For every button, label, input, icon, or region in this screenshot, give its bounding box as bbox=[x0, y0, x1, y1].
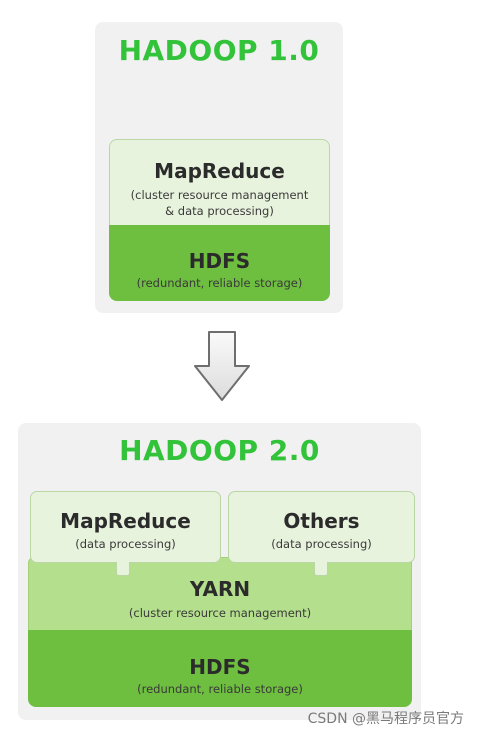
down-arrow-icon bbox=[194, 331, 250, 401]
watermark: CSDN @黑马程序员官方 bbox=[307, 711, 464, 727]
hadoop1-panel: HADOOP 1.0 MapReduce (cluster resource m… bbox=[95, 22, 343, 312]
hadoop2-hdfs-title: HDFS bbox=[189, 655, 251, 679]
hadoop2-others-box: Others (data processing) bbox=[228, 491, 415, 563]
hadoop2-yarn-title: YARN bbox=[189, 577, 251, 601]
hadoop2-mapreduce-connector bbox=[116, 562, 130, 576]
hadoop1-mapreduce-box: MapReduce (cluster resource management &… bbox=[109, 139, 330, 225]
hadoop1-mapreduce-subtitle: (cluster resource management & data proc… bbox=[110, 188, 329, 219]
hadoop1-title: HADOOP 1.0 bbox=[118, 34, 320, 67]
hadoop2-others-subtitle: (data processing) bbox=[271, 537, 372, 551]
hadoop1-mapreduce-subtitle-line2: & data processing) bbox=[165, 203, 274, 218]
hadoop2-title: HADOOP 2.0 bbox=[119, 434, 320, 467]
hadoop2-mapreduce-box: MapReduce (data processing) bbox=[30, 491, 221, 563]
hadoop1-hdfs-box: HDFS (redundant, reliable storage) bbox=[109, 225, 330, 301]
hadoop2-hdfs-box: HDFS (redundant, reliable storage) bbox=[28, 630, 412, 707]
hadoop2-mapreduce-title: MapReduce bbox=[60, 509, 191, 533]
hadoop1-hdfs-subtitle: (redundant, reliable storage) bbox=[136, 276, 303, 290]
hadoop2-mapreduce-subtitle: (data processing) bbox=[75, 537, 176, 551]
hadoop2-yarn-box: YARN (cluster resource management) bbox=[28, 557, 412, 637]
hadoop2-hdfs-subtitle: (redundant, reliable storage) bbox=[137, 682, 303, 696]
hadoop2-panel: HADOOP 2.0 YARN (cluster resource manage… bbox=[18, 423, 421, 719]
hadoop2-yarn-subtitle: (cluster resource management) bbox=[128, 606, 312, 620]
hadoop1-mapreduce-subtitle-line1: (cluster resource management bbox=[130, 188, 309, 202]
hadoop1-hdfs-title: HDFS bbox=[188, 249, 251, 273]
hadoop2-others-title: Others bbox=[283, 509, 360, 533]
hadoop1-mapreduce-title: MapReduce bbox=[154, 159, 285, 183]
hadoop2-others-connector bbox=[314, 562, 328, 576]
